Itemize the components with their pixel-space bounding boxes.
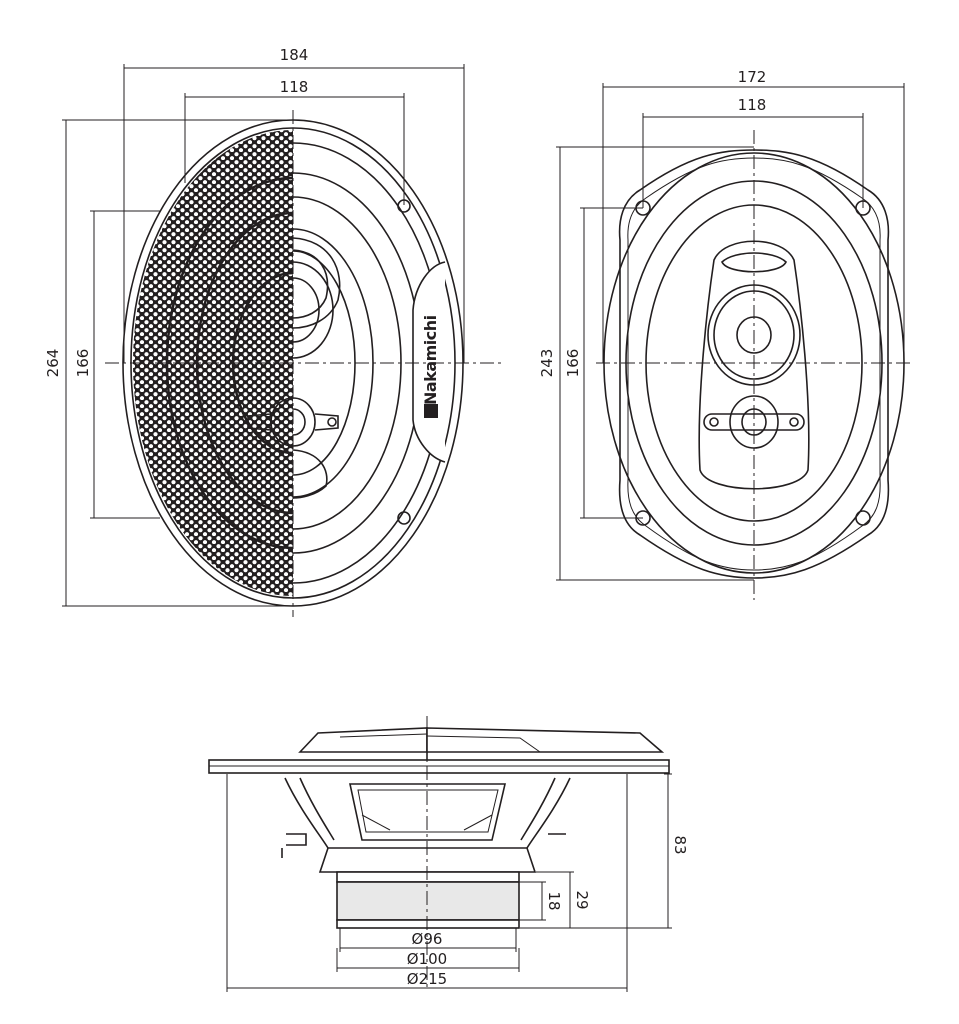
rear-height-mount-label: 166 [564,349,582,378]
rear-view: 172 118 243 166 [538,68,914,600]
side-diameter-plate-label: Ø100 [407,950,447,968]
front-width-outer-label: 184 [280,46,309,64]
side-magnet-depth-label: 29 [573,890,591,909]
side-depth-total-label: 83 [671,835,689,854]
front-height-mount-label: 166 [74,349,92,378]
rear-width-mount-label: 118 [738,96,767,114]
side-diameter-magnet-label: Ø96 [412,930,443,948]
front-height-outer-label: 264 [44,349,62,378]
side-magnet-height-label: 18 [545,891,563,910]
brand-logo: Nakamichi [421,315,440,405]
rear-height-outer-label: 243 [538,349,556,378]
side-view: 83 18 29 Ø96 Ø100 Ø215 [208,716,689,992]
rear-width-outer-label: 172 [738,68,767,86]
front-view: Nakamichi 184 118 264 166 [44,46,502,617]
side-diameter-basket-label: Ø215 [407,970,447,988]
brand-logo-mark [424,404,438,418]
front-width-mount-label: 118 [280,78,309,96]
